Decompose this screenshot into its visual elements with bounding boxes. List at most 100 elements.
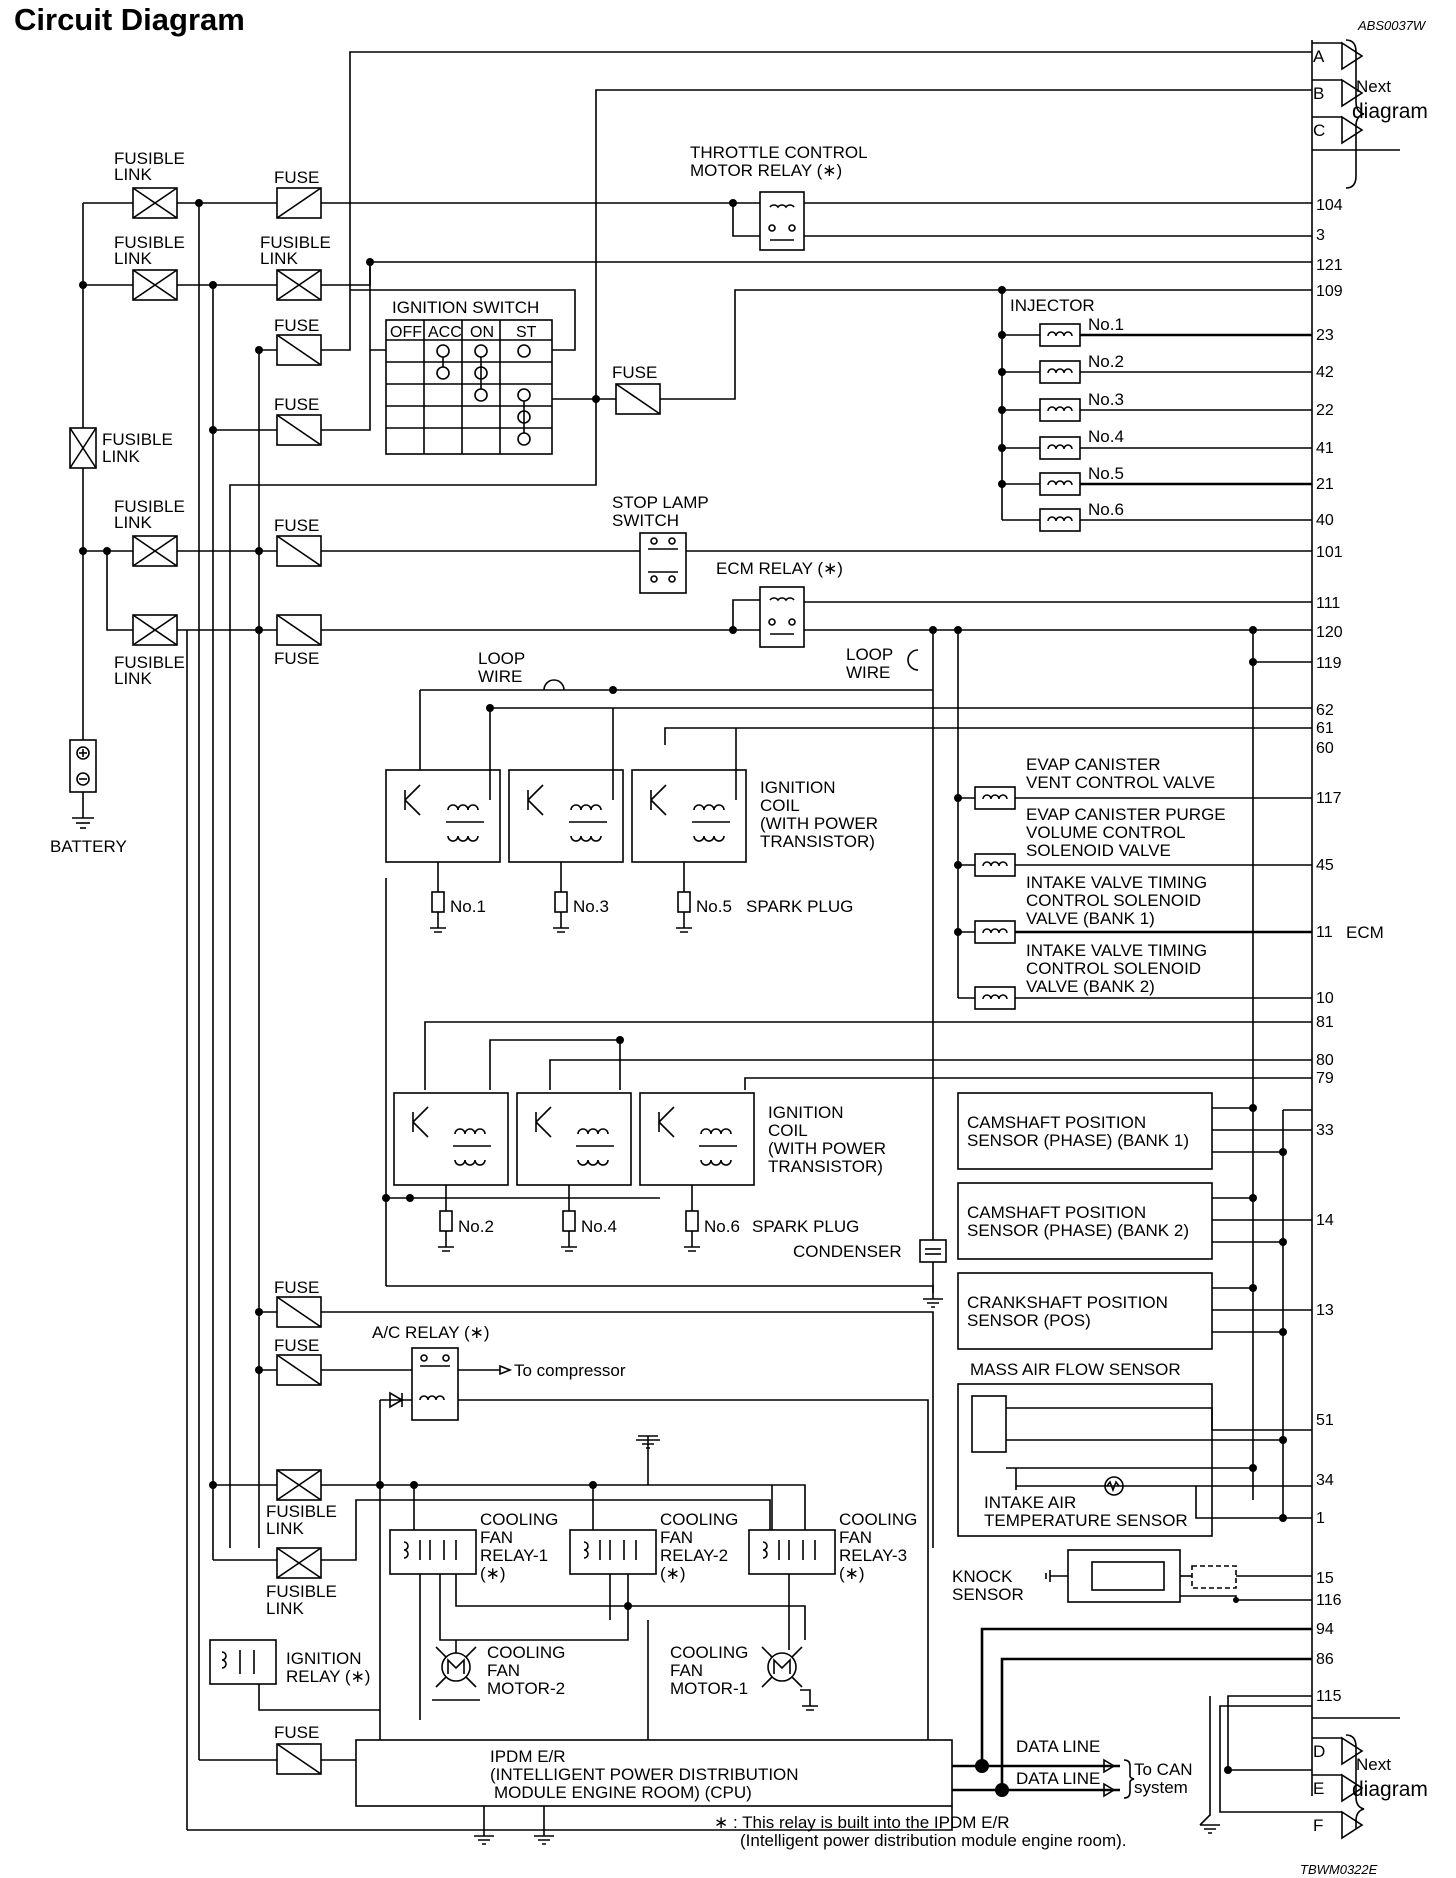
loop-wire-1 bbox=[543, 679, 565, 691]
ign-relay-label-2: RELAY (∗) bbox=[286, 1667, 370, 1686]
ivt-b2-label-1: INTAKE VALVE TIMING bbox=[1026, 941, 1207, 960]
injector-no4: No.4 bbox=[1088, 427, 1124, 446]
ivt-b2-label-3: VALVE (BANK 2) bbox=[1026, 977, 1155, 996]
injector-no3: No.3 bbox=[1088, 390, 1124, 409]
cmp-b2-label-1: CAMSHAFT POSITION bbox=[967, 1203, 1146, 1222]
ecm-pin-22: 22 bbox=[1316, 402, 1334, 419]
fuse-6-label: FUSE bbox=[612, 363, 657, 382]
fan-relay-1-label-3: RELAY-1 bbox=[480, 1546, 548, 1565]
ipdm-label-2: (INTELLIGENT POWER DISTRIBUTION bbox=[490, 1765, 799, 1784]
ckp-label-1: CRANKSHAFT POSITION bbox=[967, 1293, 1168, 1312]
fan-motor-1-label-2: FAN bbox=[670, 1661, 703, 1680]
footnote-line-1: ∗ : This relay is built into the IPDM E/… bbox=[714, 1813, 1009, 1832]
diagram-code: ABS0037W bbox=[1357, 18, 1427, 33]
fusible-link-2-label-2: LINK bbox=[114, 249, 152, 268]
ecm-pin-11: 11 bbox=[1316, 924, 1333, 941]
ecm-pin-104: 104 bbox=[1316, 197, 1343, 214]
ign-coil-top-label-4: TRANSISTOR) bbox=[760, 832, 875, 851]
sensors bbox=[957, 1092, 1312, 1537]
ecm-pin-60: 60 bbox=[1316, 740, 1334, 757]
loop-wire-2-label-2: WIRE bbox=[846, 663, 890, 682]
ac-relay-label: A/C RELAY (∗) bbox=[372, 1323, 490, 1342]
ecm-pin-1: 1 bbox=[1316, 1510, 1325, 1527]
iat-label-1: INTAKE AIR bbox=[984, 1493, 1076, 1512]
fan-motor-2-label-3: MOTOR-2 bbox=[487, 1679, 565, 1698]
condenser bbox=[919, 1239, 947, 1263]
fan-relay-1-label-1: COOLING bbox=[480, 1510, 558, 1529]
fan-motor-2-label-2: FAN bbox=[487, 1661, 520, 1680]
to-compressor-label: To compressor bbox=[514, 1361, 626, 1380]
spark-plug-no4: No.4 bbox=[581, 1217, 617, 1236]
ecm-edge bbox=[1311, 40, 1400, 1796]
ign-coil-top-label-1: IGNITION bbox=[760, 778, 836, 797]
next-diagram-bottom-2: diagram bbox=[1352, 1778, 1428, 1801]
ckp-label-2: SENSOR (POS) bbox=[967, 1311, 1091, 1330]
fusible-link-8-label-2: LINK bbox=[266, 1599, 304, 1618]
ecm-pin-40: 40 bbox=[1316, 512, 1334, 529]
evap-purge-label-3: SOLENOID VALVE bbox=[1026, 841, 1171, 860]
loop-wire-1-label-2: WIRE bbox=[478, 667, 522, 686]
solenoid-valves bbox=[954, 786, 1312, 1010]
ignition-relay bbox=[209, 1639, 380, 1711]
fan-relay-3-label-3: RELAY-3 bbox=[839, 1546, 907, 1565]
ivt-b1-label-2: CONTROL SOLENOID bbox=[1026, 891, 1201, 910]
fan-motor-1-label-1: COOLING bbox=[670, 1643, 748, 1662]
ecm-pins: 104 3 121 109 23 42 22 41 21 40 101 111 … bbox=[1316, 197, 1343, 1705]
ecm-pin-21: 21 bbox=[1316, 476, 1334, 493]
connector-d: D bbox=[1313, 1742, 1325, 1761]
fusible-link-2-label-1: FUSIBLE bbox=[114, 233, 185, 252]
battery bbox=[69, 739, 97, 829]
figure-id: TBWM0322E bbox=[1300, 1862, 1378, 1877]
to-can-label-2: system bbox=[1134, 1778, 1188, 1797]
fan-relay-3-label-1: COOLING bbox=[839, 1510, 917, 1529]
fusible-link-6-label-2: LINK bbox=[260, 249, 298, 268]
fusible-link-3-label-1: FUSIBLE bbox=[102, 430, 173, 449]
evap-purge-label-2: VOLUME CONTROL bbox=[1026, 823, 1186, 842]
ecm-pin-13: 13 bbox=[1316, 1302, 1334, 1319]
ecm-relay bbox=[729, 586, 1312, 648]
spark-plug-bottom-label: SPARK PLUG bbox=[752, 1217, 859, 1236]
loop-wire-2 bbox=[907, 649, 919, 671]
connector-e: E bbox=[1313, 1779, 1324, 1798]
ign-coil-bottom-label-4: TRANSISTOR) bbox=[768, 1157, 883, 1176]
ecm-pin-94: 94 bbox=[1316, 1621, 1334, 1638]
ign-relay-label-1: IGNITION bbox=[286, 1649, 362, 1668]
ecm-relay-output-bus bbox=[929, 626, 1312, 1500]
fuse-8-label: FUSE bbox=[274, 1336, 319, 1355]
ecm-label: ECM bbox=[1346, 923, 1384, 942]
ecm-pin-42: 42 bbox=[1316, 364, 1334, 381]
next-diagram-bottom-1: Next bbox=[1356, 1755, 1391, 1774]
injector-no1: No.1 bbox=[1088, 315, 1124, 334]
fusible-link-7-label-1: FUSIBLE bbox=[266, 1502, 337, 1521]
evap-vent-label-1: EVAP CANISTER bbox=[1026, 755, 1160, 774]
ecm-pin-111: 111 bbox=[1316, 595, 1340, 612]
evap-vent-label-2: VENT CONTROL VALVE bbox=[1026, 773, 1215, 792]
injector-no5: No.5 bbox=[1088, 464, 1124, 483]
lower-feed bbox=[255, 1296, 934, 1762]
ecm-pin-86: 86 bbox=[1316, 1651, 1334, 1668]
cmp-b2-label-2: SENSOR (PHASE) (BANK 2) bbox=[967, 1221, 1189, 1240]
ign-pos-on: ON bbox=[470, 324, 494, 341]
ecm-pin-23: 23 bbox=[1316, 327, 1334, 344]
fan-relay-2-label-4: (∗) bbox=[660, 1564, 686, 1583]
ignition-switch bbox=[385, 319, 553, 455]
loop-wire-1-label-1: LOOP bbox=[478, 649, 525, 668]
fan-relay-3-label-4: (∗) bbox=[839, 1564, 865, 1583]
tcm-relay-label-1: THROTTLE CONTROL bbox=[690, 143, 868, 162]
ecm-pin-101: 101 bbox=[1316, 544, 1343, 561]
stop-lamp-label-2: SWITCH bbox=[612, 511, 679, 530]
iat-label-2: TEMPERATURE SENSOR bbox=[984, 1511, 1188, 1530]
ecm-pin-34: 34 bbox=[1316, 1472, 1334, 1489]
tcm-relay-label-2: MOTOR RELAY (∗) bbox=[690, 161, 842, 180]
ign-coil-bottom-label-1: IGNITION bbox=[768, 1103, 844, 1122]
cmp-b1-label-1: CAMSHAFT POSITION bbox=[967, 1113, 1146, 1132]
evap-purge-label-1: EVAP CANISTER PURGE bbox=[1026, 805, 1226, 824]
injector-no6: No.6 bbox=[1088, 500, 1124, 519]
ecm-pin-120: 120 bbox=[1316, 624, 1343, 641]
data-line-1-label: DATA LINE bbox=[1016, 1737, 1100, 1756]
fan-motor-1-label-3: MOTOR-1 bbox=[670, 1679, 748, 1698]
next-diagram-top-2: diagram bbox=[1352, 100, 1428, 123]
main-wiring bbox=[69, 51, 1312, 1830]
maf-label: MASS AIR FLOW SENSOR bbox=[970, 1360, 1181, 1379]
cooling-fan-circuit bbox=[209, 1435, 836, 1748]
